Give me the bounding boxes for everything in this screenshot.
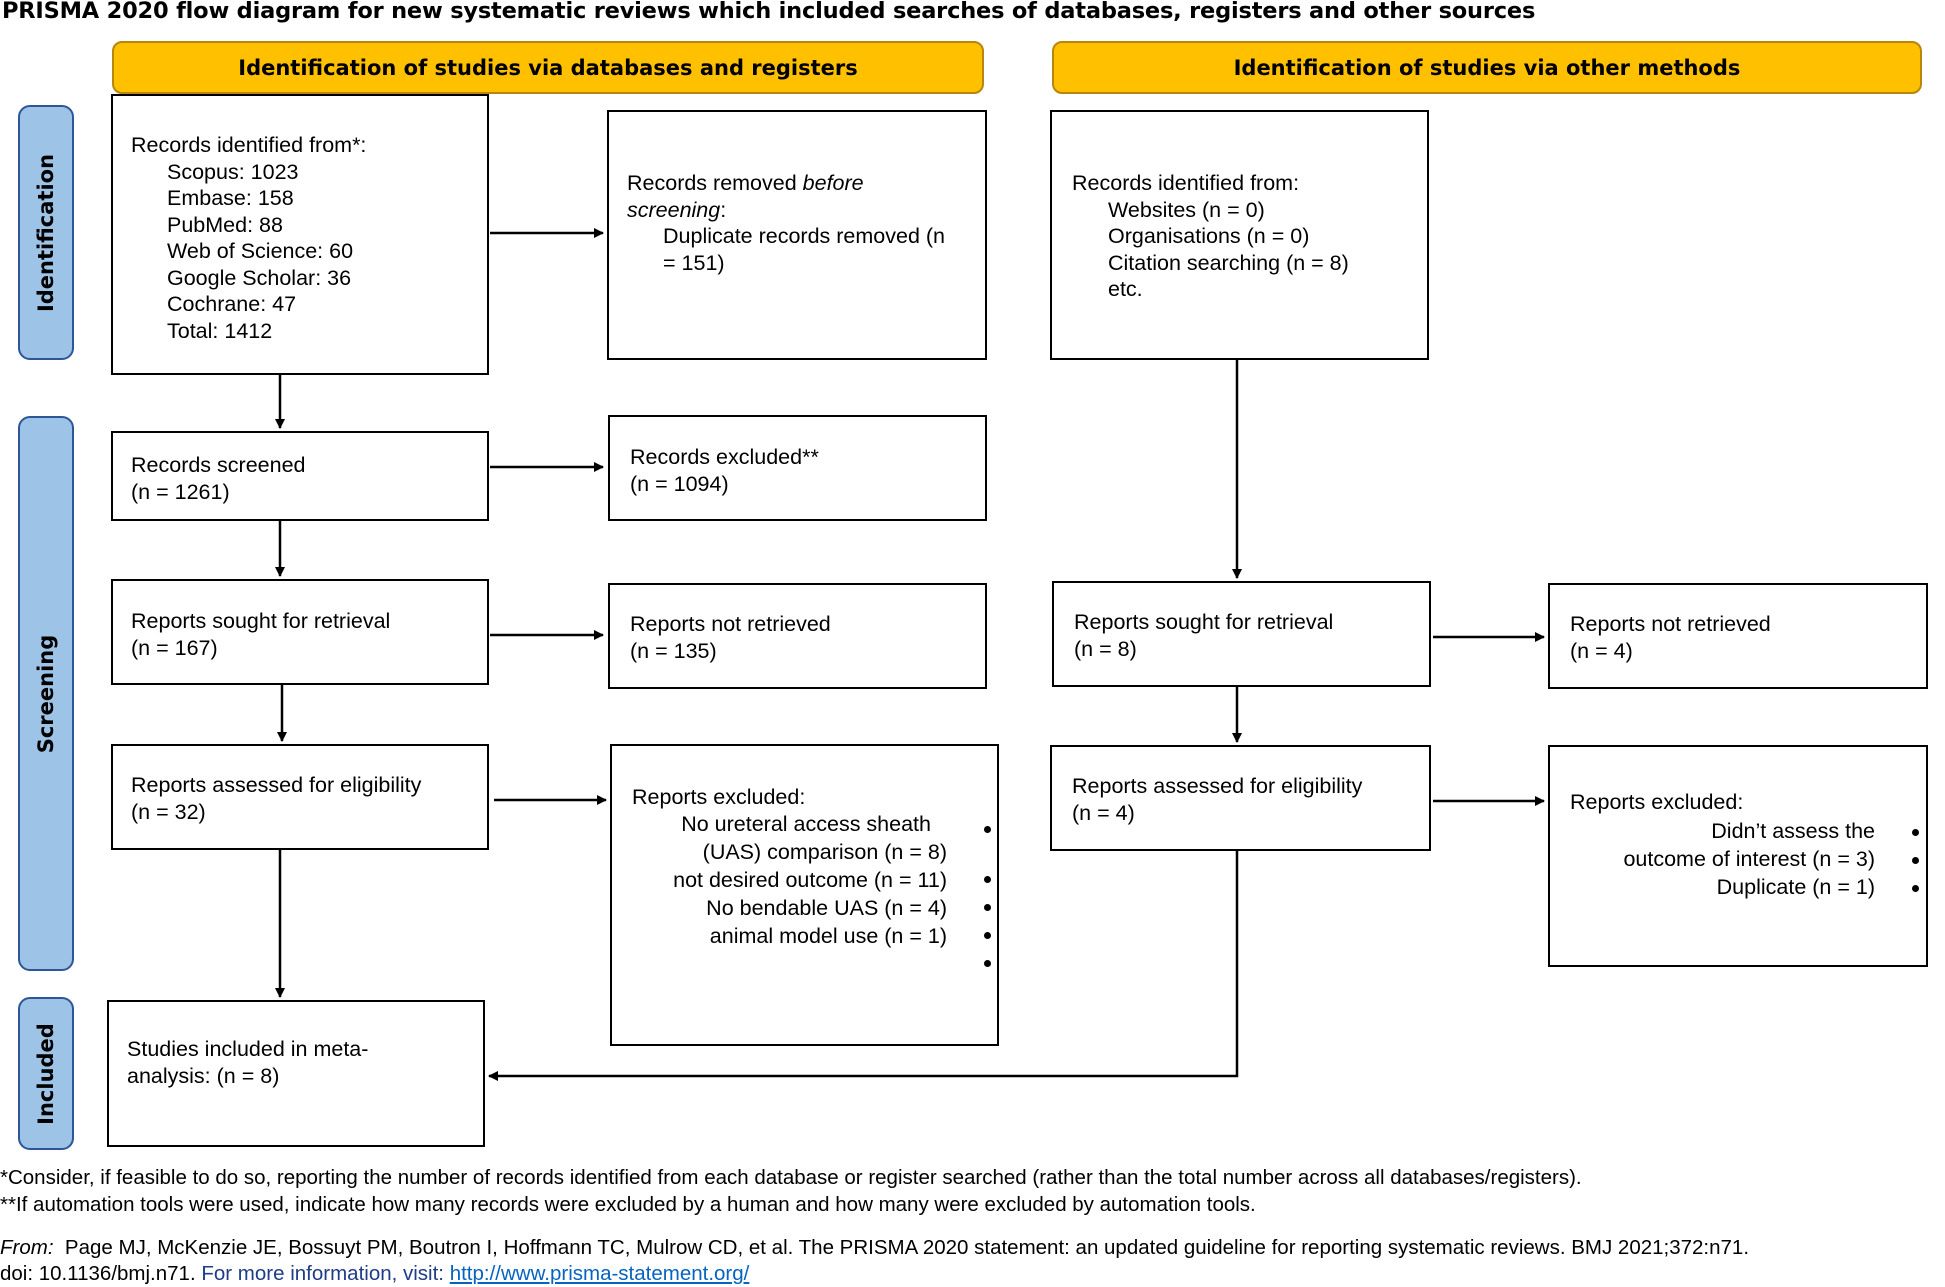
source-websites: Websites (n = 0)	[1108, 197, 1265, 222]
bullet-5	[984, 960, 991, 967]
other-reports-sought-label: Reports sought for retrieval	[1074, 610, 1334, 634]
other-reports-assessed-label: Reports assessed for eligibility	[1072, 774, 1363, 798]
source-citation-searching: Citation searching (n = 8)	[1108, 250, 1349, 275]
footnote-1: *Consider, if feasible to do so, reporti…	[0, 1166, 1582, 1189]
box-studies-included: Studies included in meta- analysis: (n =…	[107, 1000, 485, 1147]
records-screened-count: (n = 1261)	[131, 479, 230, 504]
reports-sought-label: Reports sought for retrieval	[131, 609, 391, 633]
source-web-of-science: Web of Science: 60	[167, 239, 354, 263]
citation-line: From: Page MJ, McKenzie JE, Bossuyt PM, …	[0, 1235, 1749, 1261]
duplicates-removed-line1: Duplicate records removed (n	[663, 224, 946, 248]
bullet-2	[984, 876, 991, 883]
source-embase: Embase: 158	[167, 186, 294, 210]
records-removed-heading-cont: screening:	[627, 197, 727, 222]
duplicates-removed-line2: = 151)	[663, 250, 725, 275]
exclusion-reason-1b: (UAS) comparison (n = 8)	[702, 840, 947, 864]
studies-included-count: analysis: (n = 8)	[127, 1063, 280, 1088]
reports-excluded-heading: Reports excluded:	[632, 785, 806, 809]
other-bullet-1	[1912, 829, 1919, 836]
box-reports-sought: Reports sought for retrieval (n = 167)	[111, 579, 489, 685]
box-reports-excluded: Reports excluded: No ureteral access she…	[610, 744, 999, 1046]
records-excluded-label: Records excluded**	[630, 445, 819, 469]
source-organisations: Organisations (n = 0)	[1108, 224, 1310, 248]
citation-doi: doi: 10.1136/bmj.n71.	[0, 1262, 202, 1285]
reports-sought-count: (n = 167)	[131, 635, 218, 660]
other-exclusion-reason-1b: outcome of interest (n = 3)	[1623, 847, 1875, 871]
box-other-reports-sought: Reports sought for retrieval (n = 8)	[1052, 581, 1431, 687]
box-other-reports-excluded: Reports excluded: Didn’t assess the outc…	[1548, 745, 1928, 967]
other-reports-assessed-count: (n = 4)	[1072, 800, 1135, 825]
other-identified-heading: Records identified from:	[1072, 171, 1300, 195]
records-removed-heading: Records removed before	[627, 171, 864, 195]
records-excluded-count: (n = 1094)	[630, 471, 729, 496]
citation-from-label: From:	[0, 1236, 54, 1259]
box-records-screened: Records screened (n = 1261)	[111, 431, 489, 521]
source-total: Total: 1412	[167, 318, 273, 343]
box-other-records-identified: Records identified from: Websites (n = 0…	[1050, 110, 1429, 360]
source-scopus: Scopus: 1023	[167, 159, 299, 184]
box-other-reports-assessed: Reports assessed for eligibility (n = 4)	[1050, 745, 1431, 851]
exclusion-reason-1a: No ureteral access sheath	[681, 812, 931, 836]
bullet-3	[984, 904, 991, 911]
reports-assessed-count: (n = 32)	[131, 799, 206, 824]
diagram-title: PRISMA 2020 flow diagram for new systema…	[2, 0, 1536, 24]
exclusion-reason-4: animal model use (n = 1)	[709, 924, 947, 948]
reports-assessed-label: Reports assessed for eligibility	[131, 773, 422, 797]
other-exclusion-reason-2: Duplicate (n = 1)	[1716, 875, 1875, 899]
studies-included-label: Studies included in meta-	[127, 1037, 369, 1061]
other-reports-not-retrieved-count: (n = 4)	[1570, 638, 1633, 663]
box-records-identified: Records identified from*: Scopus: 1023 E…	[111, 94, 489, 375]
box-records-excluded: Records excluded** (n = 1094)	[608, 415, 987, 521]
other-reports-sought-count: (n = 8)	[1074, 636, 1137, 661]
other-bullet-2	[1912, 857, 1919, 864]
citation-text: Page MJ, McKenzie JE, Bossuyt PM, Boutro…	[53, 1236, 1750, 1259]
citation-doi-line: doi: 10.1136/bmj.n71. For more informati…	[0, 1261, 749, 1287]
records-screened-label: Records screened	[131, 453, 306, 477]
other-reports-excluded-heading: Reports excluded:	[1570, 790, 1744, 814]
bullet-1	[984, 826, 991, 833]
footnote-2: **If automation tools were used, indicat…	[0, 1193, 1256, 1216]
other-reports-not-retrieved-label: Reports not retrieved	[1570, 612, 1771, 636]
header-other-methods: Identification of studies via other meth…	[1052, 41, 1922, 94]
stage-included: Included	[18, 997, 74, 1150]
reports-not-retrieved-count: (n = 135)	[630, 638, 717, 663]
source-etc: etc.	[1108, 277, 1143, 301]
stage-identification: Identification	[18, 105, 74, 360]
other-exclusion-reason-1a: Didn’t assess the	[1711, 819, 1875, 843]
box-other-reports-not-retrieved: Reports not retrieved (n = 4)	[1548, 583, 1928, 689]
reports-not-retrieved-label: Reports not retrieved	[630, 612, 831, 636]
box-records-removed: Records removed before screening: Duplic…	[607, 110, 987, 360]
records-identified-heading: Records identified from*:	[131, 133, 367, 157]
source-google-scholar: Google Scholar: 36	[167, 265, 352, 290]
more-info-text: For more information, visit:	[201, 1262, 450, 1285]
bullet-4	[984, 932, 991, 939]
exclusion-reason-3: No bendable UAS (n = 4)	[706, 896, 947, 920]
box-reports-not-retrieved: Reports not retrieved (n = 135)	[608, 583, 987, 689]
arrow-other-assessed-to-included	[488, 851, 1239, 1081]
box-reports-assessed: Reports assessed for eligibility (n = 32…	[111, 744, 489, 850]
source-cochrane: Cochrane: 47	[167, 292, 297, 316]
other-bullet-3	[1912, 885, 1919, 892]
stage-screening: Screening	[18, 416, 74, 971]
prisma-website-link[interactable]: http://www.prisma-statement.org/	[449, 1262, 750, 1285]
header-databases-registers: Identification of studies via databases …	[112, 41, 984, 94]
exclusion-reason-2: not desired outcome (n = 11)	[673, 868, 947, 892]
source-pubmed: PubMed: 88	[167, 212, 283, 237]
